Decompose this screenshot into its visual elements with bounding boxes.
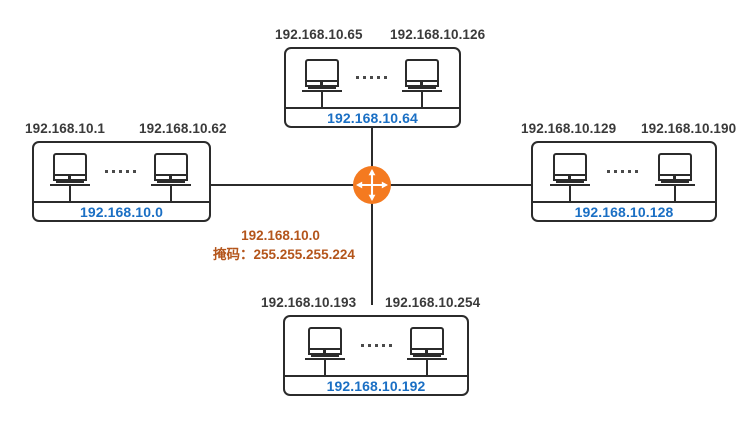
bus-line-bottom: [285, 375, 467, 377]
host-stem-top-first: [321, 92, 323, 108]
link-router-to-bottom: [371, 201, 373, 305]
host-label-left-last: 192.168.10.62: [139, 121, 227, 136]
host-label-bottom-last: 192.168.10.254: [385, 295, 481, 310]
subnet-box-top[interactable]: 192.168.10.64: [284, 47, 461, 128]
host-stem-top-last: [421, 92, 423, 108]
subnet-right-inner: 192.168.10.128: [533, 143, 715, 220]
network-annotation: 192.168.10.0 掩码：255.255.255.224: [213, 226, 355, 264]
host-stem-right-first: [569, 186, 571, 202]
pc-icon-top-last: [402, 59, 442, 93]
bus-line-right: [533, 201, 715, 203]
ellipsis-top: [356, 76, 387, 79]
host-label-right-last: 192.168.10.190: [641, 121, 737, 136]
host-stem-left-first: [69, 186, 71, 202]
host-label-left-first: 192.168.10.1: [25, 121, 106, 136]
annotation-mask: 掩码：255.255.255.224: [213, 247, 355, 262]
link-router-to-top: [371, 128, 373, 168]
subnet-address-bottom: 192.168.10.192: [326, 378, 426, 394]
link-left-to-router: [211, 184, 363, 186]
host-label-bottom-first: 192.168.10.193: [261, 295, 357, 310]
link-router-to-right: [388, 184, 531, 186]
host-stem-right-last: [674, 186, 676, 202]
pc-icon-left-last: [151, 153, 191, 187]
subnet-left-inner: 192.168.10.0: [34, 143, 209, 220]
pc-icon-bottom-first: [305, 327, 345, 361]
subnet-top-inner: 192.168.10.64: [286, 49, 459, 126]
pc-icon-bottom-last: [407, 327, 447, 361]
subnet-box-bottom[interactable]: 192.168.10.192: [283, 315, 469, 396]
router-arrows-glyph: [356, 169, 388, 201]
host-label-top-first: 192.168.10.65: [275, 27, 363, 42]
bus-line-top: [286, 107, 459, 109]
ellipsis-left: [105, 170, 136, 173]
host-label-top-last: 192.168.10.126: [390, 27, 486, 42]
pc-icon-right-first: [550, 153, 590, 187]
pc-icon-left-first: [50, 153, 90, 187]
host-stem-bottom-first: [324, 360, 326, 376]
ellipsis-bottom: [361, 344, 392, 347]
subnet-address-right: 192.168.10.128: [574, 204, 674, 220]
host-label-right-first: 192.168.10.129: [521, 121, 617, 136]
subnet-box-left[interactable]: 192.168.10.0: [32, 141, 211, 222]
pc-icon-top-first: [302, 59, 342, 93]
host-stem-bottom-last: [426, 360, 428, 376]
subnet-bottom-inner: 192.168.10.192: [285, 317, 467, 394]
pc-icon-right-last: [655, 153, 695, 187]
host-stem-left-last: [170, 186, 172, 202]
subnet-box-right[interactable]: 192.168.10.128: [531, 141, 717, 222]
subnet-address-top: 192.168.10.64: [327, 110, 418, 126]
bus-line-left: [34, 201, 209, 203]
subnet-address-left: 192.168.10.0: [80, 204, 163, 220]
annotation-network: 192.168.10.0: [241, 228, 320, 243]
ellipsis-right: [607, 170, 638, 173]
router-four-way-arrow-icon[interactable]: [353, 166, 391, 204]
